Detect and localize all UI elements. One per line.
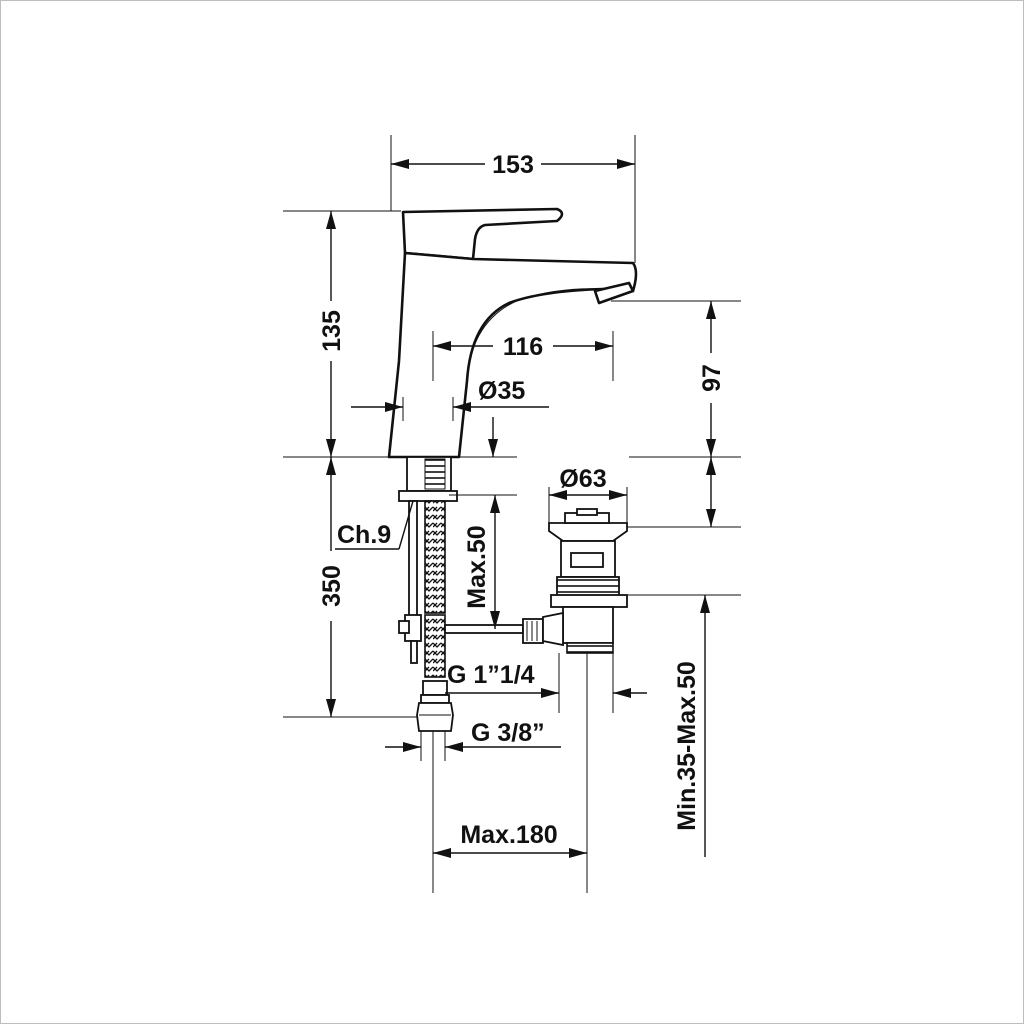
lever-handle (401, 207, 564, 261)
dim-drain-diameter: Ø63 (559, 465, 606, 493)
mounting-hardware (398, 456, 458, 732)
pop-up-waste (542, 508, 628, 654)
dimension-labels: 153 135 116 Ø35 97 Ø63 Ch.9 350 Max.50 G… (318, 151, 726, 849)
dim-spout-reach: 116 (503, 333, 543, 361)
dim-thread-waste: G 1”1/4 (447, 661, 535, 689)
dim-thread-hose: G 3/8” (471, 719, 545, 747)
extension-lines (283, 135, 741, 893)
dim-rod-offset: Max.180 (460, 821, 557, 849)
mounting-rod (408, 500, 418, 622)
dim-rod-max: Max.50 (463, 525, 491, 608)
dim-counter-thickness: Min.35-Max.50 (673, 661, 701, 831)
dimension-lines (326, 159, 716, 858)
dim-width-total: 153 (492, 151, 534, 179)
popup-link (444, 618, 544, 644)
dim-body-diameter: Ø35 (478, 377, 525, 405)
dim-spout-height: 97 (698, 364, 726, 392)
faucet-body (387, 207, 638, 459)
aerator (593, 281, 635, 305)
hose-nut (416, 702, 454, 732)
dim-wrench-size: Ch.9 (337, 521, 391, 549)
dim-height-below: 350 (318, 565, 346, 607)
supply-hose (424, 500, 446, 614)
dim-height-body: 135 (318, 310, 346, 352)
